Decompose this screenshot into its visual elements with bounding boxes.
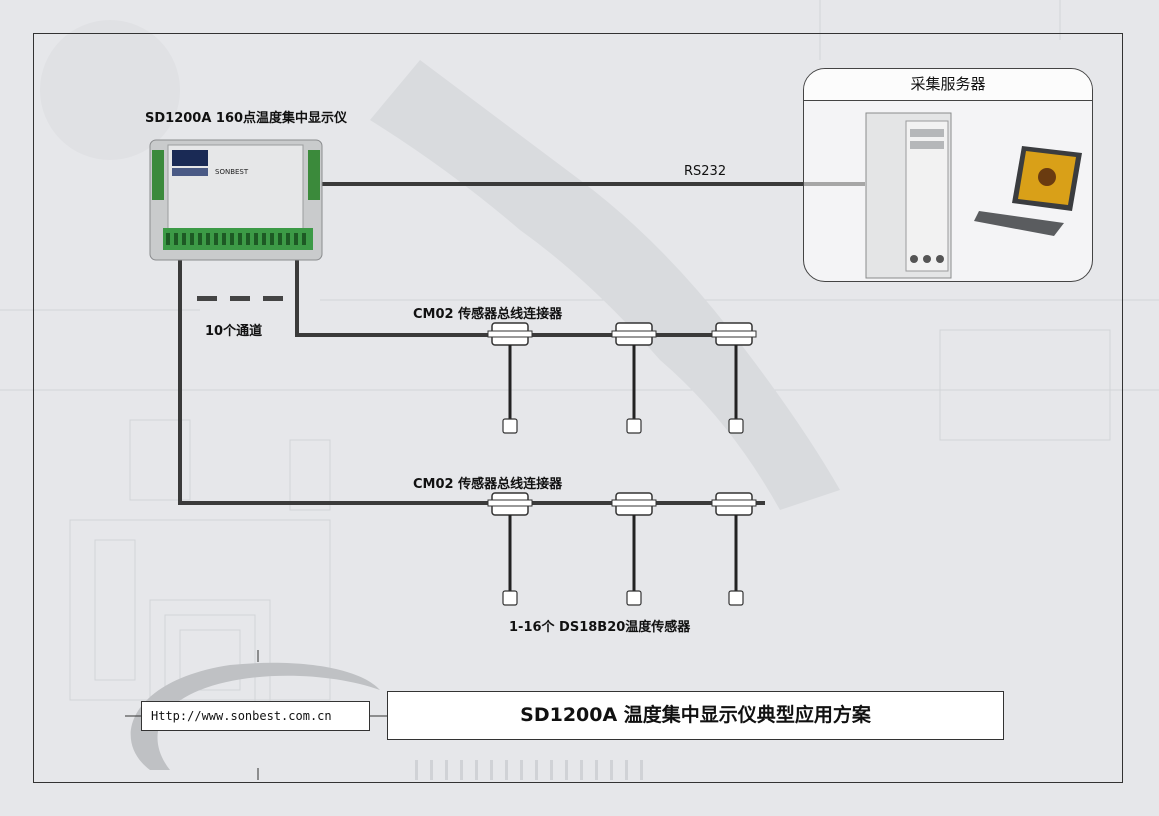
connector	[711, 492, 757, 516]
connector-label-1: CM02 传感器总线连接器	[413, 307, 563, 322]
channel-cable-1	[295, 255, 755, 337]
device-brand: SONBEST	[215, 168, 249, 176]
connector	[611, 322, 657, 346]
temperature-sensor	[728, 418, 744, 434]
temperature-sensor	[502, 418, 518, 434]
display-screen	[172, 150, 208, 166]
connector-label-2: CM02 传感器总线连接器	[413, 477, 563, 492]
temperature-sensor	[626, 590, 642, 606]
device-title: SD1200A 160点温度集中显示仪	[145, 111, 348, 126]
temperature-sensor	[626, 418, 642, 434]
watermark	[40, 20, 840, 510]
sd1200a-device: SONBEST	[149, 139, 323, 261]
sensors-label: 1-16个 DS18B20温度传感器	[509, 620, 691, 635]
server-title: 采集服务器	[804, 69, 1092, 101]
connector	[487, 322, 533, 346]
circuit-pattern	[0, 0, 1159, 721]
connector-row-1	[487, 322, 757, 434]
channel-dashes	[197, 296, 283, 301]
connector-row-2	[487, 492, 757, 606]
diagram-frame	[33, 33, 1123, 783]
connector	[611, 492, 657, 516]
channel-cable-2	[178, 255, 765, 505]
rs232-label: RS232	[684, 164, 727, 179]
temperature-sensor	[502, 590, 518, 606]
website-url[interactable]: Http://www.sonbest.com.cn	[141, 701, 370, 731]
collection-server-panel: 采集服务器	[803, 68, 1093, 282]
ruler-ticks	[415, 760, 643, 780]
logo-swoosh	[125, 650, 387, 780]
temperature-sensor	[728, 590, 744, 606]
laptop-icon	[974, 146, 1082, 236]
connector	[711, 322, 757, 346]
diagram-title: SD1200A 温度集中显示仪典型应用方案	[387, 691, 1004, 740]
channels-label: 10个通道	[205, 324, 263, 339]
connector	[487, 492, 533, 516]
server-illustration	[865, 112, 1082, 279]
cables	[178, 182, 865, 505]
tower-pc-icon	[865, 112, 952, 279]
